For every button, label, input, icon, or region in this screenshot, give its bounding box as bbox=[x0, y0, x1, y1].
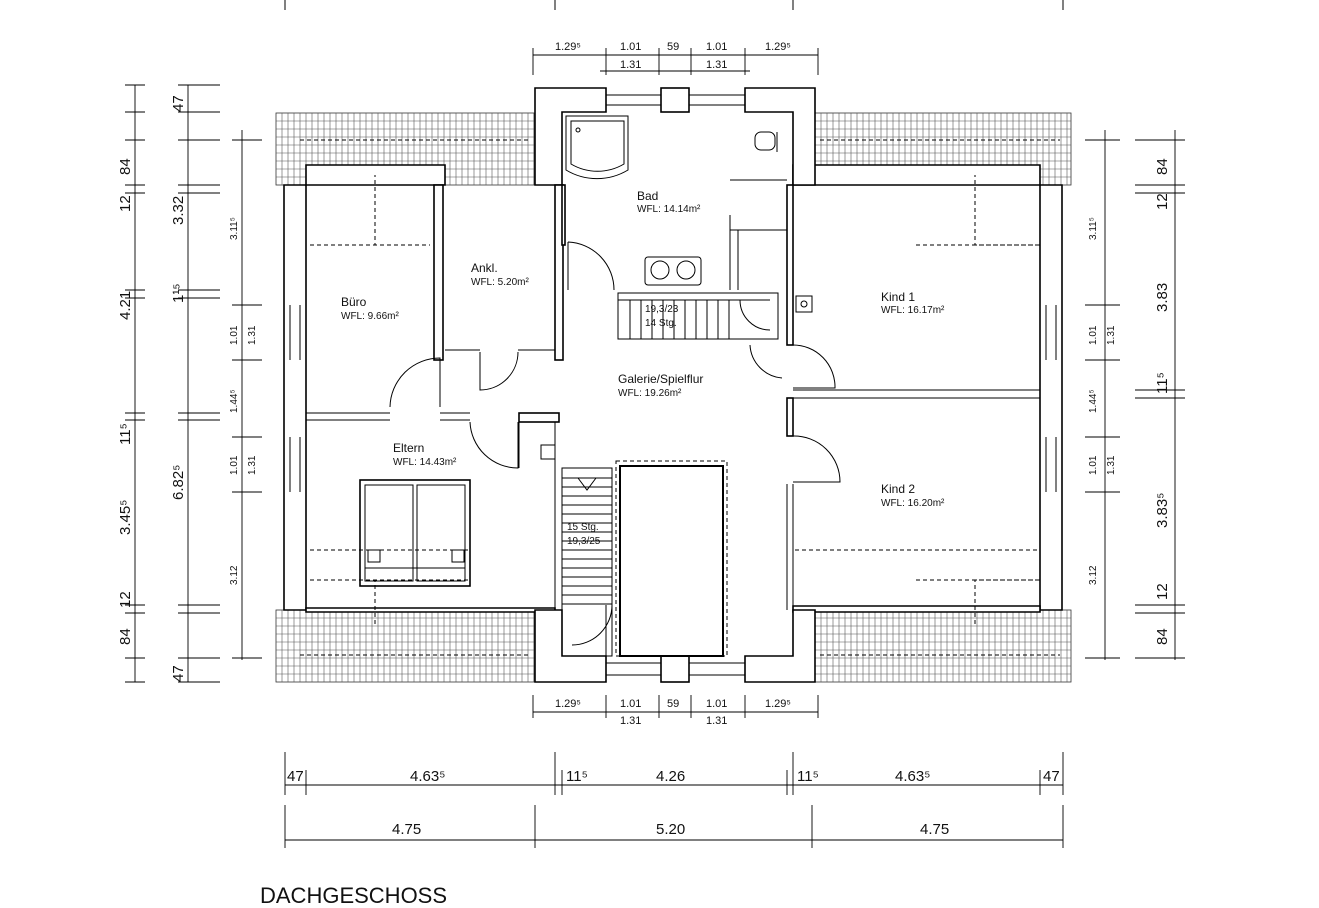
dim-right-inner-4: 1.01 bbox=[1088, 455, 1099, 475]
room-galerie-name: Galerie/Spielflur bbox=[618, 372, 703, 386]
dim-left-6: 3.45⁵ bbox=[117, 500, 134, 535]
dim-overall-5: 11⁵ bbox=[797, 768, 819, 785]
dim-bot-row2-2: 1.31 bbox=[706, 715, 727, 727]
dim-bot-5: 1.29⁵ bbox=[765, 698, 791, 710]
dim-right-4: 11⁵ bbox=[1154, 372, 1171, 394]
bathroom-fixtures bbox=[565, 115, 813, 313]
dim-right-inner-b2: 1.31 bbox=[1106, 455, 1117, 475]
dim-bot-3: 59 bbox=[667, 698, 679, 710]
room-buero-name: Büro bbox=[341, 295, 367, 309]
dim-overall2-1: 4.75 bbox=[392, 821, 421, 838]
dim-right-3: 3.83 bbox=[1154, 283, 1171, 312]
dim-left-mid-2: 1¹⁵ bbox=[170, 283, 187, 303]
dim-left-inner-3: 1.44⁵ bbox=[229, 389, 240, 413]
dormer-dashed-lines bbox=[300, 139, 1060, 656]
dim-left-inner-2: 1.01 bbox=[229, 325, 240, 345]
room-galerie-area: WFL: 19.26m² bbox=[618, 388, 682, 399]
plan-title: DACHGESCHOSS bbox=[260, 883, 447, 908]
dim-top-3: 59 bbox=[667, 41, 679, 53]
dim-left-1: 47 bbox=[170, 95, 187, 112]
dim-right-inner-2: 1.01 bbox=[1088, 325, 1099, 345]
dim-left-8: 84 bbox=[117, 628, 134, 645]
dim-left-inner-b1: 1.31 bbox=[247, 325, 258, 345]
dim-overall-2: 4.63⁵ bbox=[410, 768, 445, 785]
outer-walls bbox=[283, 87, 1063, 683]
room-bad-area: WFL: 14.14m² bbox=[637, 204, 701, 215]
dim-left-mid-3: 6.82⁵ bbox=[170, 465, 187, 500]
gallery-void bbox=[615, 460, 728, 657]
dim-bot-2: 1.01 bbox=[620, 698, 641, 710]
stair-lower: 15 Stg. 19,3/25 bbox=[540, 444, 613, 657]
dim-top-1: 1.29⁵ bbox=[555, 41, 581, 53]
dimension-left: 47 84 12 4.21 11⁵ 3.45⁵ 12 84 47 3.32 1¹… bbox=[117, 84, 262, 683]
dim-right-inner-1: 3.11⁵ bbox=[1088, 217, 1099, 240]
dim-left-4: 4.21 bbox=[117, 291, 134, 320]
room-kind2-name: Kind 2 bbox=[881, 482, 915, 496]
dim-top-4: 1.01 bbox=[706, 41, 727, 53]
dim-bot-1: 1.29⁵ bbox=[555, 698, 581, 710]
dim-overall-3: 11⁵ bbox=[566, 768, 588, 785]
dim-top-row2-1: 1.31 bbox=[620, 59, 641, 71]
dim-bot-4: 1.01 bbox=[706, 698, 727, 710]
dim-right-inner-5: 3.12 bbox=[1088, 565, 1099, 585]
dim-left-inner-4: 1.01 bbox=[229, 455, 240, 475]
room-eltern-area: WFL: 14.43m² bbox=[393, 457, 457, 468]
dim-right-inner-3: 1.44⁵ bbox=[1088, 389, 1099, 413]
dim-right-5: 3.83⁵ bbox=[1154, 493, 1171, 528]
dim-left-9: 47 bbox=[170, 665, 187, 682]
dim-left-inner-1: 3.11⁵ bbox=[229, 217, 240, 240]
room-kind2-area: WFL: 16.20m² bbox=[881, 498, 945, 509]
stair-lower-ratio: 19,3/25 bbox=[567, 536, 601, 547]
room-eltern-name: Eltern bbox=[393, 441, 424, 455]
dim-left-mid-1: 3.32 bbox=[170, 196, 187, 225]
dim-overall2-2: 5.20 bbox=[656, 821, 685, 838]
dim-overall2-3: 4.75 bbox=[920, 821, 949, 838]
dim-left-inner-b2: 1.31 bbox=[247, 455, 258, 475]
dimension-overall: 47 4.63⁵ 11⁵ 4.26 11⁵ 4.63⁵ 47 4.75 5.20… bbox=[284, 752, 1064, 848]
room-buero-area: WFL: 9.66m² bbox=[341, 311, 399, 322]
stair-lower-steps: 15 Stg. bbox=[567, 522, 599, 533]
dim-top-2: 1.01 bbox=[620, 41, 641, 53]
dim-left-3: 12 bbox=[117, 195, 134, 212]
top-edge-lines bbox=[284, 0, 1064, 10]
dim-overall-1: 47 bbox=[287, 768, 304, 785]
dimension-bottom-small: 1.29⁵ 1.01 59 1.01 1.29⁵ 1.31 1.31 bbox=[532, 695, 819, 727]
room-labels: Bad WFL: 14.14m² Ankl. WFL: 5.20m² Büro … bbox=[341, 189, 945, 509]
room-kind1-name: Kind 1 bbox=[881, 290, 915, 304]
dim-right-inner-b1: 1.31 bbox=[1106, 325, 1117, 345]
stair-upper-steps: 14 Stg. bbox=[645, 318, 677, 329]
dim-right-6: 12 bbox=[1154, 583, 1171, 600]
dim-top-5: 1.29⁵ bbox=[765, 41, 791, 53]
dim-left-2: 84 bbox=[117, 158, 134, 175]
door-swings bbox=[389, 241, 841, 483]
dimension-top: 1.29⁵ 1.01 59 1.01 1.29⁵ 1.31 1.31 bbox=[532, 41, 819, 75]
dim-overall-6: 4.63⁵ bbox=[895, 768, 930, 785]
dim-right-7: 84 bbox=[1154, 628, 1171, 645]
dim-bot-row2-1: 1.31 bbox=[620, 715, 641, 727]
dim-right-1: 84 bbox=[1154, 158, 1171, 175]
dim-top-row2-2: 1.31 bbox=[706, 59, 727, 71]
room-ankl-area: WFL: 5.20m² bbox=[471, 277, 529, 288]
dim-left-5: 11⁵ bbox=[117, 423, 134, 445]
dim-left-inner-5: 3.12 bbox=[229, 565, 240, 585]
dim-overall-7: 47 bbox=[1043, 768, 1060, 785]
stair-upper: 19,3/23 14 Stg. bbox=[617, 292, 779, 340]
stair-upper-ratio: 19,3/23 bbox=[645, 304, 679, 315]
dimension-right: 84 12 3.83 11⁵ 3.83⁵ 12 84 3.11⁵ 1.01 1.… bbox=[1085, 130, 1185, 660]
dim-overall-4: 4.26 bbox=[656, 768, 685, 785]
dim-right-2: 12 bbox=[1154, 193, 1171, 210]
room-bad-name: Bad bbox=[637, 189, 658, 203]
double-bed bbox=[359, 479, 471, 587]
room-kind1-area: WFL: 16.17m² bbox=[881, 305, 945, 316]
dim-left-7: 12 bbox=[117, 591, 134, 608]
room-ankl-name: Ankl. bbox=[471, 261, 498, 275]
